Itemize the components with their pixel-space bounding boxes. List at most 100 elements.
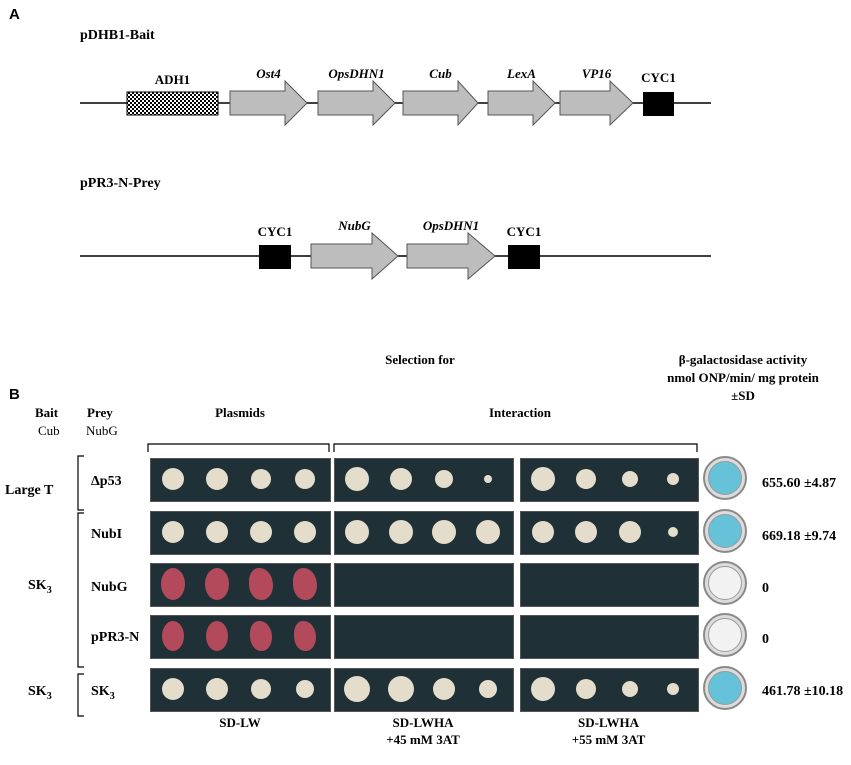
prey-column-subheader: NubG: [86, 423, 118, 438]
yeast-colony: [161, 568, 186, 600]
cub-label: Cub: [429, 66, 452, 81]
yeast-colony: [667, 683, 680, 695]
yeast-colony: [249, 621, 272, 651]
interaction-bracket: [333, 443, 698, 452]
plasmids-header: Plasmids: [215, 405, 265, 420]
beta-gal-header-line1: β-galactosidase activity: [678, 352, 808, 367]
yeast-colony: [162, 678, 185, 700]
yeast-colony: [576, 469, 597, 489]
yeast-colony: [206, 621, 229, 651]
opsdhn1-arrow-prey: [406, 231, 496, 281]
bait-sk3-single: SK3: [28, 684, 52, 702]
activity-value-row5: 461.78 ±10.18: [762, 684, 844, 699]
plate-row4-col2: [334, 615, 514, 659]
nubg-arrow: [310, 231, 399, 281]
yeast-colony: [345, 520, 370, 544]
opsdhn1-label-prey: OpsDHN1: [422, 218, 480, 233]
interaction-header: Interaction: [488, 405, 552, 420]
yeast-colony: [293, 621, 316, 651]
yeast-colony: [667, 473, 680, 485]
yeast-colony: [249, 521, 272, 543]
yeast-colony: [295, 680, 314, 698]
cyc1-label-prey-promoter: CYC1: [257, 224, 293, 239]
panel-a-label: A: [9, 6, 20, 23]
cyc1-terminator-prey: [508, 245, 540, 269]
yeast-colony: [531, 677, 555, 701]
yeast-colony: [621, 681, 638, 697]
activity-value-row2: 669.18 ±9.74: [762, 529, 837, 544]
plate-row3-col3: [520, 563, 699, 607]
yeast-colony: [162, 468, 185, 490]
bait-column-header: Bait: [35, 405, 59, 420]
construct-map: [80, 79, 711, 281]
yeast-colony: [294, 469, 315, 489]
sk3-group-bracket: [77, 512, 84, 668]
prey-construct-title: pPR3-N-Prey: [80, 176, 161, 191]
cyc1-terminator-bait: [643, 92, 674, 116]
plate-row3-col2: [334, 563, 514, 607]
vp16-arrow: [559, 79, 634, 127]
ost4-label: Ost4: [256, 66, 281, 81]
yeast-colony: [532, 521, 554, 543]
sk3-single-bracket: [77, 673, 84, 717]
plasmids-bracket: [147, 443, 330, 452]
media-lwha55-line1: SD-LWHA: [578, 715, 639, 730]
yeast-colony: [293, 521, 316, 543]
activity-value-row1: 655.60 ±4.87: [762, 476, 837, 491]
yeast-colony: [250, 679, 271, 699]
yeast-colony: [576, 679, 597, 699]
prey-nubg: NubG: [91, 580, 128, 595]
prey-nubi: NubI: [91, 527, 123, 542]
selection-for-header: Selection for: [385, 352, 455, 367]
yeast-colony: [475, 520, 500, 544]
yeast-colony: [389, 468, 412, 490]
yeast-colony: [345, 467, 370, 491]
vp16-label: VP16: [581, 66, 612, 81]
beta-gal-well-fill: [708, 618, 742, 652]
beta-gal-well-fill: [708, 566, 742, 600]
yeast-colony: [575, 521, 598, 543]
bait-sk3-group: SK3: [28, 578, 52, 596]
beta-gal-header-line3: ±SD: [731, 388, 755, 403]
yeast-colony: [248, 568, 273, 600]
adh1-label: ADH1: [154, 72, 191, 87]
plate-row4-col3: [520, 615, 699, 659]
yeast-colony: [206, 468, 229, 490]
yeast-colony: [483, 475, 492, 483]
lexa-arrow: [487, 79, 556, 127]
bait-construct-title: pDHB1-Bait: [80, 28, 155, 43]
media-lwha45-line1: SD-LWHA: [392, 715, 454, 730]
media-sd-lw: SD-LW: [219, 715, 261, 730]
cyc1-label-bait: CYC1: [641, 70, 676, 85]
cub-arrow: [402, 79, 479, 127]
activity-value-row4: 0: [762, 632, 769, 647]
beta-gal-well-fill: [708, 671, 742, 705]
yeast-colony: [668, 527, 679, 537]
activity-value-row3: 0: [762, 581, 769, 596]
yeast-colony: [618, 521, 641, 543]
beta-gal-header-line2: nmol ONP/min/ mg protein: [667, 370, 819, 385]
cyc1-promoter-prey: [259, 245, 291, 269]
panel-b-label: B: [9, 386, 20, 403]
prey-column-header: Prey: [87, 405, 113, 420]
yeast-colony: [387, 676, 414, 702]
media-lwha45-line2: +45 mM 3AT: [386, 732, 460, 747]
yeast-colony: [206, 678, 229, 700]
yeast-colony: [435, 470, 454, 488]
yeast-colony: [162, 521, 185, 543]
opsdhn1-arrow-bait: [317, 79, 396, 127]
adh1-promoter-box: [126, 91, 219, 116]
yeast-colony: [205, 568, 230, 600]
yeast-colony: [162, 621, 185, 651]
lexa-label: LexA: [507, 66, 536, 81]
yeast-colony: [250, 469, 271, 489]
beta-gal-well-fill: [708, 461, 742, 495]
yeast-colony: [388, 520, 413, 544]
cyc1-label-prey-terminator: CYC1: [506, 224, 542, 239]
yeast-colony: [432, 520, 457, 544]
prey-dp53: Δp53: [91, 474, 122, 489]
beta-gal-well-fill: [708, 514, 742, 548]
yeast-colony: [344, 676, 371, 702]
yeast-colony: [292, 568, 317, 600]
yeast-colony: [433, 678, 456, 700]
